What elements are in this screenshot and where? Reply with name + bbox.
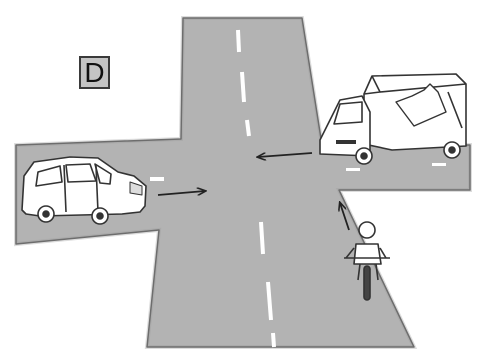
scene-label: D: [79, 56, 110, 89]
